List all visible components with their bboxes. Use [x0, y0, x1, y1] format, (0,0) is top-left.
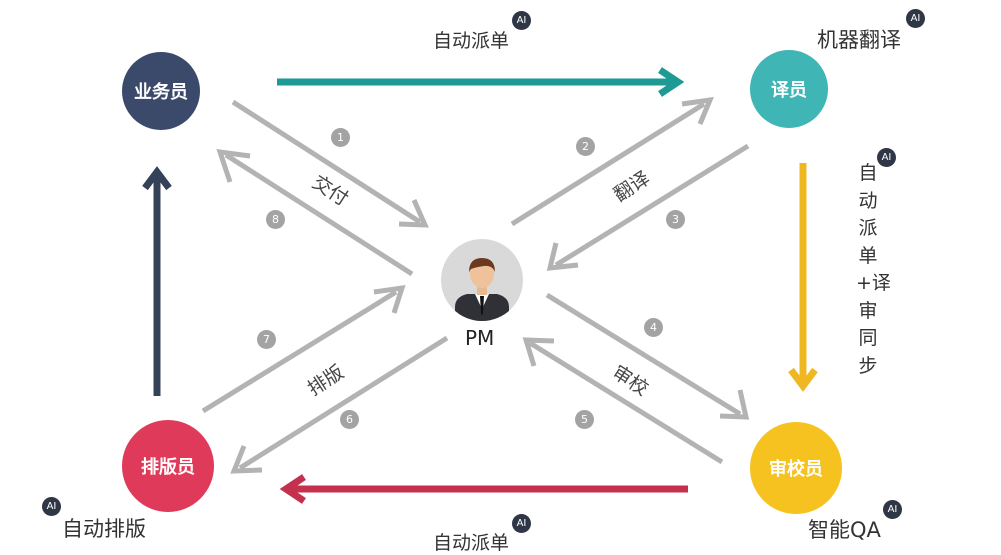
arrow-reviewer-to-typesetter: [279, 474, 688, 504]
node-translator-label: 译员: [771, 80, 807, 101]
arrow-business-to-translator: [277, 67, 685, 97]
node-typesetter: 排版员: [122, 420, 214, 512]
flow-arrow-3: [554, 143, 750, 268]
node-reviewer-label: 审校员: [769, 459, 823, 480]
flow-arrow-8: [224, 152, 414, 277]
flow-arrow-4: [545, 292, 742, 417]
auto-typeset-label: 自动排版: [62, 517, 146, 541]
top-dispatch-label: 自动派单: [433, 30, 510, 52]
machine-translation-label: 机器翻译: [817, 28, 901, 52]
flow-arrowhead-1: [398, 198, 429, 228]
arrow-typesetter-to-business: [142, 166, 172, 396]
flow-arrowhead-2: [681, 96, 714, 125]
node-translator: 译员: [750, 50, 828, 128]
node-business-label: 业务员: [134, 82, 188, 103]
node-business: 业务员: [122, 52, 200, 130]
step-number-7: 7: [257, 330, 276, 349]
flow-arrowhead-3: [546, 242, 579, 271]
arrow-translator-to-reviewer: [788, 163, 818, 392]
flow-arrow-5: [528, 340, 724, 465]
step-number-5: 5: [575, 410, 594, 429]
flow-arrow-7: [201, 289, 398, 414]
flow-arrowhead-5: [522, 337, 555, 367]
ai-badge-icon: AI: [883, 500, 902, 519]
bottom-dispatch-label: 自动派单: [433, 532, 510, 554]
flow-arrowhead-7: [373, 284, 406, 314]
step-number-2: 2: [576, 137, 595, 156]
pm-label: PM: [465, 326, 495, 350]
node-typesetter-label: 排版员: [141, 457, 195, 478]
node-reviewer: 审校员: [750, 422, 842, 514]
right-vertical-label: 自动派单+译审同步: [856, 162, 891, 377]
flow-arrowhead-8: [216, 148, 251, 183]
step-number-8: 8: [266, 210, 285, 229]
flow-arrowhead-6: [230, 445, 263, 474]
person-icon: [455, 258, 509, 321]
pm-avatar: [441, 239, 523, 321]
step-number-4: 4: [644, 318, 663, 337]
ai-badge-icon: AI: [906, 9, 925, 28]
ai-badge-icon: AI: [877, 148, 896, 167]
ai-badge-icon: AI: [42, 497, 61, 516]
step-number-3: 3: [666, 210, 685, 229]
ai-badge-icon: AI: [512, 514, 531, 533]
flow-arrow-1: [231, 99, 422, 225]
flow-arrow-6: [238, 335, 449, 471]
flow-arrow-2: [510, 101, 706, 227]
smart-qa-label: 智能QA: [808, 518, 881, 542]
flow-arrowhead-4: [719, 389, 750, 420]
step-number-1: 1: [331, 128, 350, 147]
ai-badge-icon: AI: [512, 11, 531, 30]
step-number-6: 6: [340, 410, 359, 429]
